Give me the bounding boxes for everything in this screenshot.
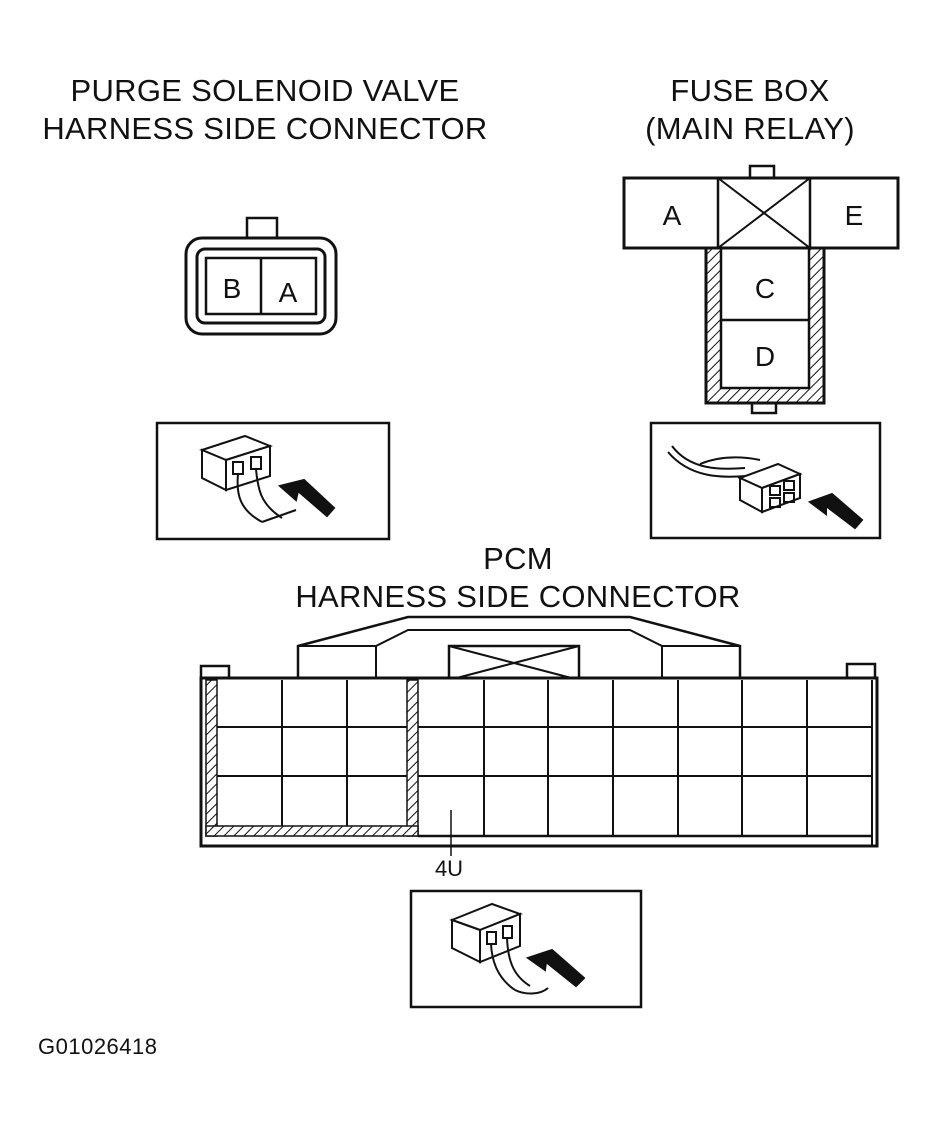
purge-terminal-a: A [279, 277, 298, 308]
fuse-terminal-e: E [845, 200, 864, 231]
fuse-terminal-d: D [755, 341, 775, 372]
purge-terminal-b: B [223, 273, 242, 304]
purge-title-line2: HARNESS SIDE CONNECTOR [42, 111, 488, 146]
purge-title-line1: PURGE SOLENOID VALVE [70, 73, 460, 108]
fuse-terminal-a: A [663, 200, 682, 231]
purge-connector-inner [195, 247, 327, 325]
purge-connector [184, 216, 338, 336]
fuse-box-connector [622, 164, 900, 415]
figure-code: G01026418 [38, 1034, 158, 1059]
purge-probe-inset [155, 421, 391, 541]
fuse-box-title-line2: (MAIN RELAY) [645, 111, 855, 146]
fuse-probe-arrow-icon [807, 492, 864, 530]
pcm-connector [199, 615, 879, 856]
pcm-callout-4u: 4U [435, 856, 463, 881]
fuse-probe-inset [649, 421, 882, 540]
pcm-probe-arrow-icon [525, 948, 586, 988]
pcm-title-line1: PCM [483, 541, 553, 576]
fuse-terminal-c: C [755, 273, 775, 304]
probe-arrow-icon [277, 478, 336, 518]
pcm-title-line2: HARNESS SIDE CONNECTOR [295, 579, 741, 614]
fuse-box-title-line1: FUSE BOX [670, 73, 830, 108]
pcm-probe-inset [409, 889, 643, 1009]
